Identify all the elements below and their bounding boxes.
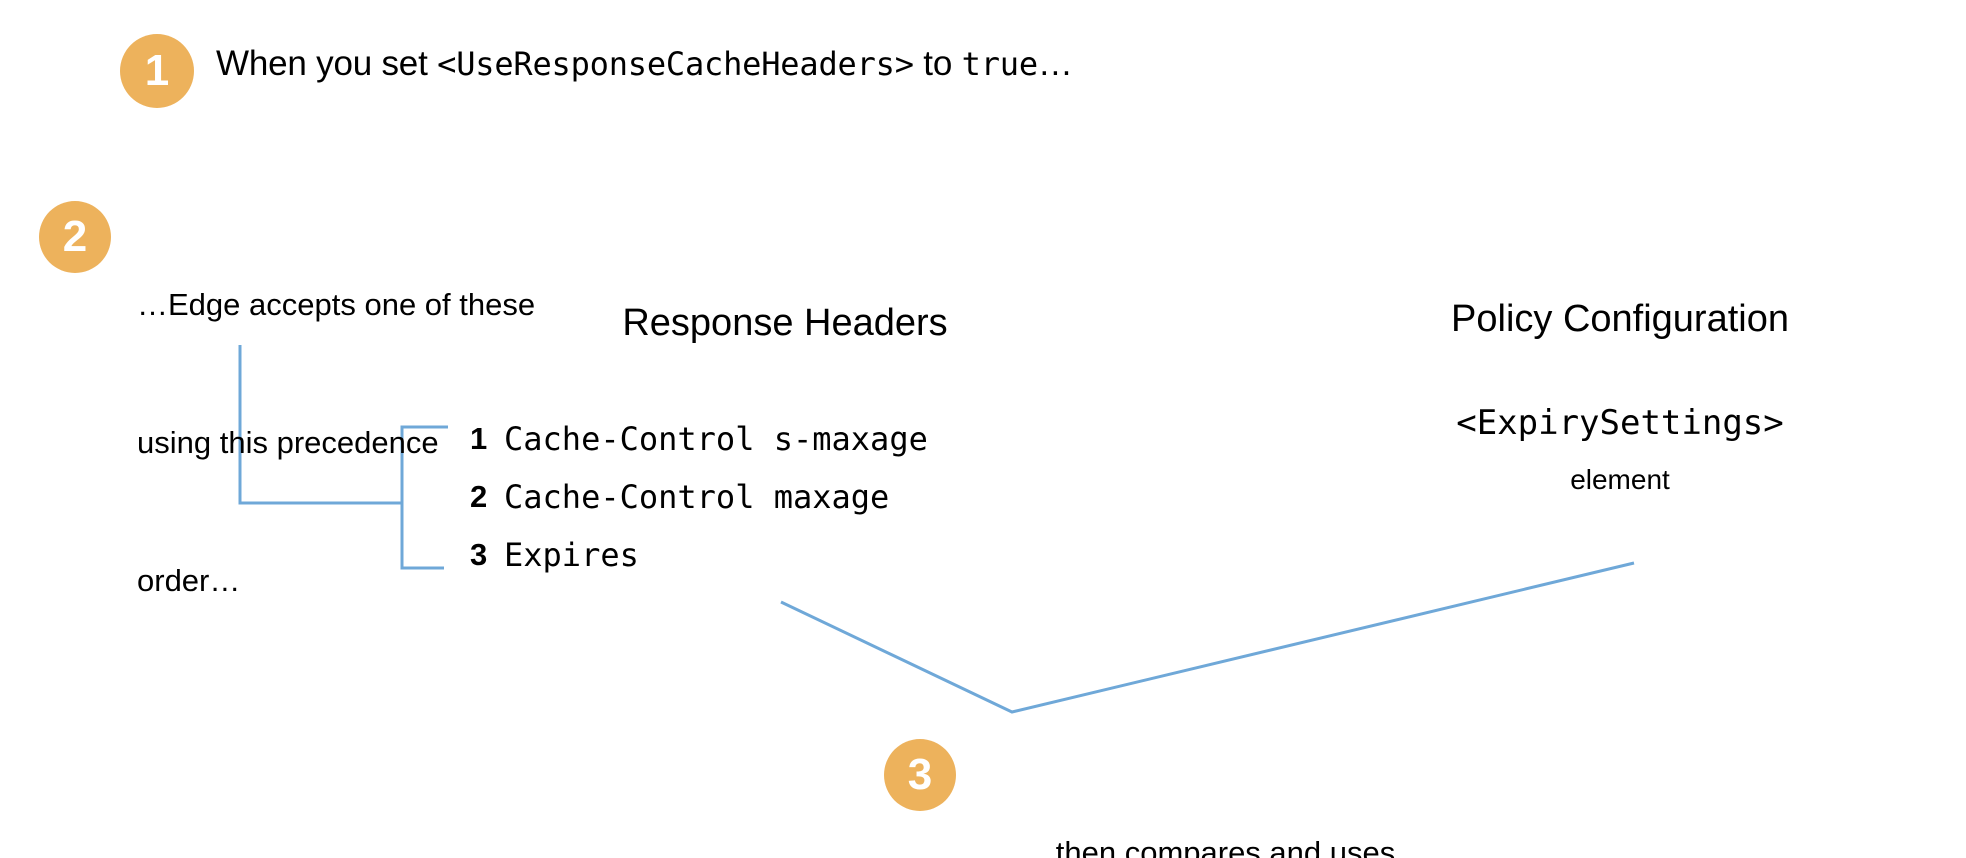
step-1-middle: to <box>913 44 962 83</box>
step-badge-3: 3 <box>884 739 956 811</box>
step-1-code-element: <UseResponseCacheHeaders> <box>437 45 914 83</box>
step-1-text: When you set <UseResponseCacheHeaders> t… <box>216 44 1073 84</box>
step-badge-1-label: 1 <box>144 46 170 95</box>
step-1-code-value: true <box>961 45 1038 83</box>
step-2-line-3: order… <box>137 563 241 598</box>
response-headers-list: 1 Cache-Control s-maxage 2 Cache-Control… <box>470 410 928 584</box>
list-item-number: 3 <box>470 537 488 572</box>
step-badge-2-label: 2 <box>62 212 88 261</box>
step-badge-3-label: 3 <box>907 750 933 799</box>
step-1-prefix: When you set <box>216 44 438 83</box>
list-item: 3 Expires <box>470 526 928 584</box>
step-1-suffix: … <box>1037 44 1073 83</box>
step-2-text: …Edge accepts one of these using this pr… <box>137 190 535 696</box>
step-2-line-1: …Edge accepts one of these <box>137 287 536 322</box>
comparison-v-connector <box>780 561 1635 714</box>
list-item-value: Cache-Control s-maxage <box>504 420 928 458</box>
response-headers-heading: Response Headers <box>622 302 948 344</box>
list-item-value: Expires <box>504 536 639 574</box>
policy-configuration-heading: Policy Configuration <box>1451 298 1789 340</box>
list-item: 2 Cache-Control maxage <box>470 468 928 526</box>
step-2-line-2: using this precedence <box>137 425 439 460</box>
step-badge-1: 1 <box>120 34 194 108</box>
list-item: 1 Cache-Control s-maxage <box>470 410 928 468</box>
list-item-number: 2 <box>470 479 488 514</box>
list-item-number: 1 <box>470 421 488 456</box>
step-3-text: …then compares and uses the lesser of th… <box>975 738 1445 858</box>
list-item-value: Cache-Control maxage <box>504 478 890 516</box>
policy-expiry-settings-code: <ExpirySettings> <box>1456 403 1784 443</box>
step-3-line-1: …then compares and uses <box>1024 835 1396 858</box>
policy-element-label: element <box>1570 464 1670 495</box>
step-badge-2: 2 <box>39 201 111 273</box>
